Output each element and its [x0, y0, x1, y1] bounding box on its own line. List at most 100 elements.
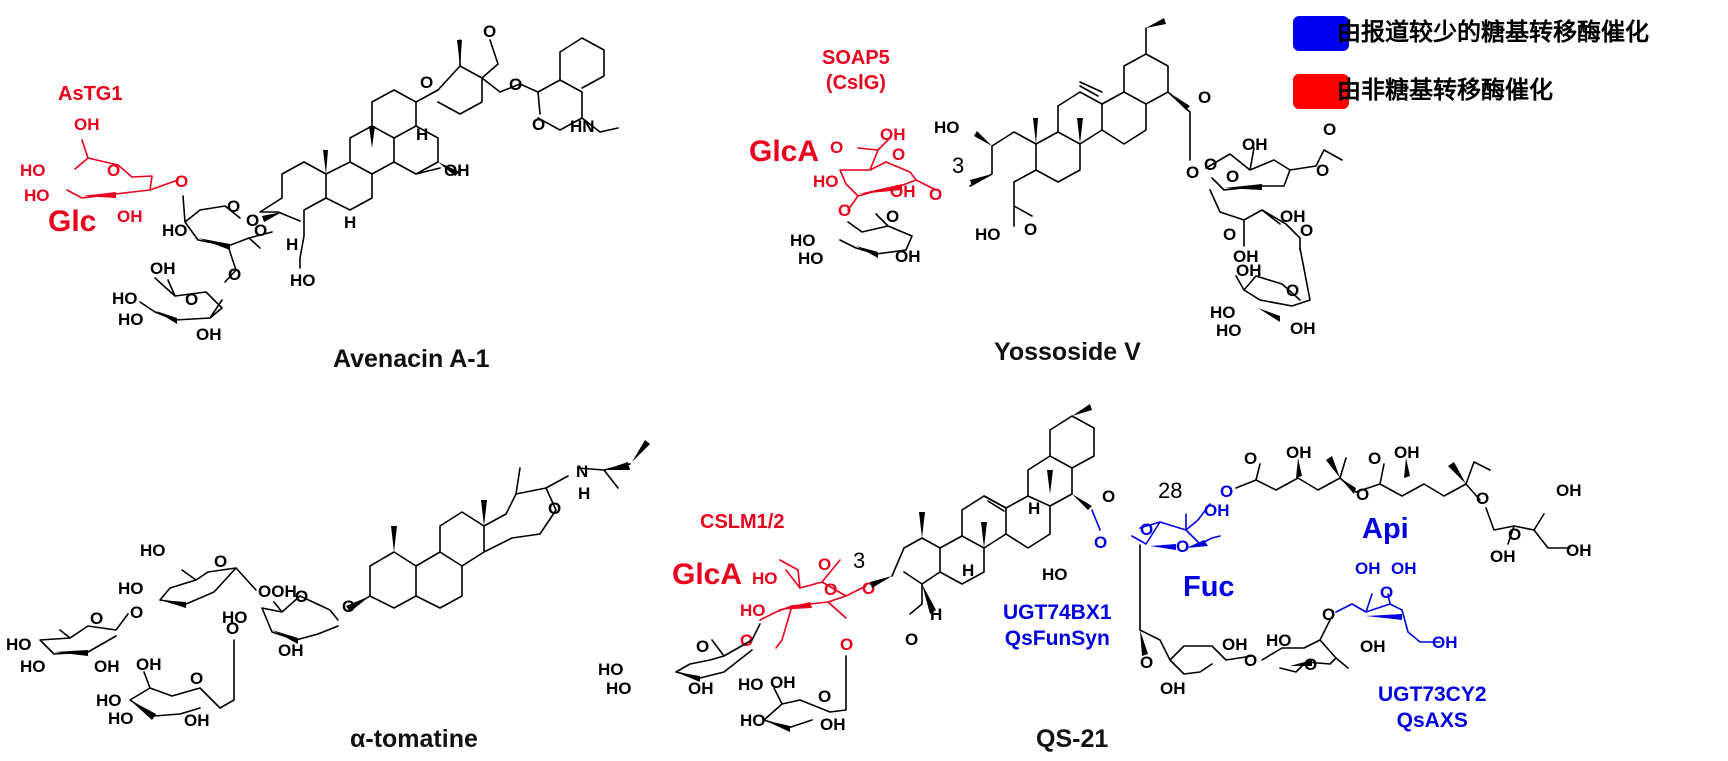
svg-text:O: O [838, 201, 851, 220]
svg-text:HO: HO [752, 569, 778, 588]
svg-text:OH: OH [770, 673, 796, 692]
svg-text:O: O [342, 597, 355, 616]
enzyme-label-ugt74bx1: UGT74BX1 QsFunSyn [1003, 600, 1112, 653]
svg-text:HO: HO [96, 691, 122, 710]
svg-text:OH: OH [1286, 443, 1312, 462]
svg-text:HO: HO [112, 289, 138, 308]
svg-text:OH: OH [688, 679, 714, 698]
svg-text:O: O [246, 211, 259, 230]
svg-text:HO: HO [975, 225, 1001, 244]
position-label-28-qs21: 28 [1158, 478, 1183, 503]
svg-text:OH: OH [1204, 501, 1230, 520]
svg-text:O: O [175, 172, 188, 191]
svg-text:O: O [1198, 88, 1211, 107]
svg-text:HO: HO [740, 601, 766, 620]
sugar-label-fuc: Fuc [1183, 571, 1235, 603]
svg-text:O: O [1220, 482, 1233, 501]
svg-text:O: O [483, 22, 496, 41]
enzyme-label-soap5-line2: (CslG) [825, 72, 886, 94]
svg-text:HO: HO [1042, 565, 1068, 584]
svg-text:O: O [824, 580, 837, 599]
svg-text:HO: HO [738, 675, 764, 694]
enzyme-label-ugt74bx1-line1: UGT74BX1 [1003, 601, 1112, 624]
svg-text:OH: OH [890, 182, 916, 201]
compound-name-tomatine: α-tomatine [350, 725, 478, 753]
svg-text:OH: OH [1432, 633, 1458, 652]
svg-text:O: O [1508, 525, 1521, 544]
svg-text:O: O [90, 609, 103, 628]
structure-avenacin: OH HO HO O OH O O HO O O OH HO HO O OH O… [20, 22, 619, 344]
legend-label-red: 由非糖基转移酶催化 [1337, 76, 1553, 104]
svg-text:HO: HO [118, 310, 144, 329]
svg-text:O: O [1304, 655, 1317, 674]
svg-text:H: H [962, 561, 974, 580]
svg-text:OH: OH [1233, 247, 1259, 266]
sugar-label-api: Api [1362, 513, 1409, 545]
svg-text:HO: HO [20, 161, 46, 180]
svg-text:OH: OH [278, 641, 304, 660]
svg-text:O: O [818, 555, 831, 574]
svg-text:N: N [576, 462, 588, 481]
svg-text:H: H [930, 605, 942, 624]
compound-name-qs21: QS-21 [1036, 725, 1109, 753]
svg-text:O: O [185, 290, 198, 309]
svg-text:OH: OH [117, 207, 143, 226]
svg-text:OH: OH [1490, 547, 1516, 566]
svg-text:O: O [1476, 489, 1489, 508]
svg-text:OH: OH [196, 325, 222, 344]
svg-text:O: O [830, 138, 843, 157]
svg-text:O: O [532, 115, 545, 134]
svg-text:O: O [1102, 487, 1115, 506]
svg-text:OH: OH [136, 655, 162, 674]
svg-text:O: O [227, 197, 240, 216]
svg-text:H: H [1028, 499, 1040, 518]
svg-text:HO: HO [1216, 321, 1242, 340]
svg-text:O: O [420, 73, 433, 92]
enzyme-label-ugt74bx1-line2: QsFunSyn [1004, 627, 1110, 651]
svg-text:H: H [416, 125, 428, 144]
svg-text:O: O [1204, 155, 1217, 174]
enzyme-label-ugt73cy2-line2: QsAXS [1396, 709, 1468, 733]
svg-text:OH: OH [1222, 635, 1248, 654]
position-label-3-yossoside: 3 [952, 153, 965, 178]
svg-text:HO: HO [598, 660, 624, 679]
svg-text:O: O [1368, 449, 1381, 468]
svg-text:HO: HO [1210, 303, 1236, 322]
svg-text:O: O [892, 145, 905, 164]
svg-text:H: H [286, 235, 298, 254]
svg-text:O: O [1244, 449, 1257, 468]
position-label-3-qs21: 3 [853, 548, 866, 573]
svg-text:HO: HO [222, 608, 248, 627]
svg-text:O: O [1223, 225, 1236, 244]
svg-text:H: H [344, 213, 356, 232]
svg-text:O: O [886, 207, 899, 226]
svg-text:HO: HO [118, 579, 144, 598]
svg-text:OH: OH [1236, 261, 1262, 280]
sugar-ring-glc: OH HO HO O OH O [20, 115, 188, 226]
svg-text:OH: OH [74, 115, 100, 134]
svg-text:OH: OH [1242, 135, 1268, 154]
svg-text:O: O [1140, 653, 1153, 672]
svg-text:OH: OH [880, 125, 906, 144]
svg-text:O: O [905, 630, 918, 649]
svg-text:OOH: OOH [258, 582, 297, 601]
svg-text:OH: OH [1360, 637, 1386, 656]
svg-text:O: O [107, 161, 120, 180]
sugar-label-glca-yossoside: GlcA [749, 135, 820, 168]
svg-text:HO: HO [798, 249, 824, 268]
svg-text:O: O [1226, 167, 1239, 186]
svg-text:O: O [1323, 120, 1336, 139]
svg-text:OH: OH [444, 161, 470, 180]
svg-text:HO: HO [1266, 631, 1292, 650]
svg-text:OH: OH [184, 711, 210, 730]
svg-text:HO: HO [606, 679, 632, 698]
svg-text:OH: OH [1280, 207, 1306, 226]
svg-text:O: O [509, 75, 522, 94]
structure-tomatine: O N H O O OOH HO OH O HO HO O O O HO HO … [6, 440, 650, 730]
svg-text:O: O [840, 635, 853, 654]
svg-text:HO: HO [108, 709, 134, 728]
svg-text:OH: OH [1556, 481, 1582, 500]
svg-text:O: O [130, 603, 143, 622]
svg-text:O: O [214, 552, 227, 571]
